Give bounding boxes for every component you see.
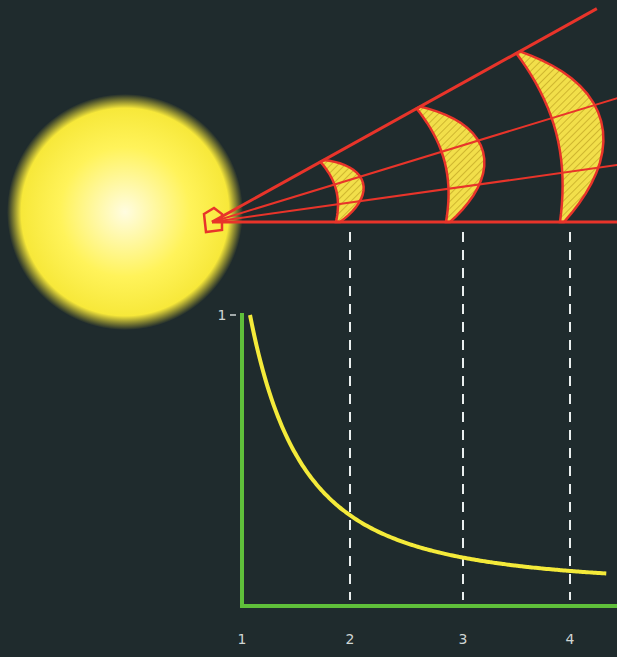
distance-guide	[462, 232, 464, 600]
source-patch	[204, 208, 222, 232]
wavefront-patch	[516, 51, 603, 222]
light-ray	[212, 161, 617, 222]
y-axis	[240, 313, 244, 608]
distance-guide	[349, 232, 351, 600]
distance-number: 1	[238, 632, 247, 646]
sun	[7, 94, 243, 330]
distance-number: 3	[459, 632, 468, 646]
wavefront-patch	[320, 160, 363, 222]
distance-number: 2	[346, 632, 355, 646]
light-ray	[212, 9, 597, 222]
light-ray	[212, 221, 617, 224]
light-ray	[212, 93, 617, 222]
tick	[230, 314, 236, 316]
intensity-graph	[230, 232, 617, 608]
intensity-curve	[250, 315, 606, 574]
wavefront-patch	[417, 107, 485, 222]
axis-value: 1	[218, 308, 227, 322]
light-cone	[204, 9, 617, 232]
distance-number: 4	[566, 632, 575, 646]
x-axis	[240, 604, 617, 608]
distance-guide	[569, 232, 571, 600]
